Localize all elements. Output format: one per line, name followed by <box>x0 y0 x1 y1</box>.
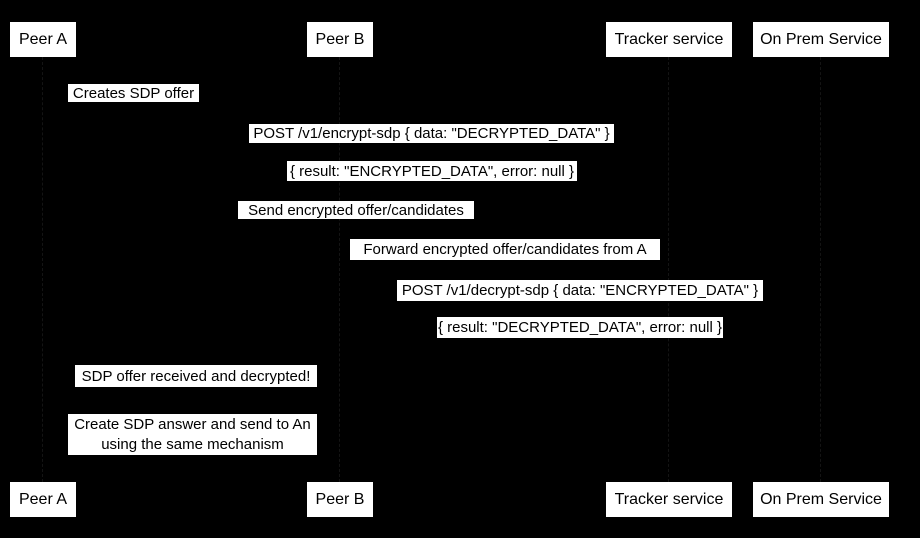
actor-peer-a-top: Peer A <box>10 22 76 57</box>
note-line-2: using the same mechanism <box>101 435 284 453</box>
actor-on-prem-service-top: On Prem Service <box>753 22 889 57</box>
message-encrypt-result: { result: "ENCRYPTED_DATA", error: null … <box>287 161 577 181</box>
message-sdp-offer-received: SDP offer received and decrypted! <box>75 365 317 387</box>
actor-peer-a-bottom: Peer A <box>10 482 76 517</box>
note-create-sdp-answer: Create SDP answer and send to An using t… <box>68 414 317 455</box>
actor-tracker-service-top: Tracker service <box>606 22 732 57</box>
actor-peer-b-top: Peer B <box>307 22 373 57</box>
lifeline-peer-a <box>42 57 43 482</box>
actor-tracker-service-bottom: Tracker service <box>606 482 732 517</box>
message-post-decrypt-sdp: POST /v1/decrypt-sdp { data: "ENCRYPTED_… <box>397 280 763 301</box>
message-send-encrypted-offer: Send encrypted offer/candidates <box>238 201 474 219</box>
message-forward-encrypted-offer: Forward encrypted offer/candidates from … <box>350 239 660 260</box>
actor-on-prem-service-bottom: On Prem Service <box>753 482 889 517</box>
note-line-1: Create SDP answer and send to An <box>74 415 311 433</box>
lifeline-on-prem-service <box>820 57 821 482</box>
actor-peer-b-bottom: Peer B <box>307 482 373 517</box>
lifeline-peer-b <box>339 57 340 482</box>
lifeline-tracker-service <box>668 57 669 482</box>
message-post-encrypt-sdp: POST /v1/encrypt-sdp { data: "DECRYPTED_… <box>249 124 614 143</box>
message-decrypt-result: { result: "DECRYPTED_DATA", error: null … <box>437 317 723 338</box>
message-creates-sdp-offer: Creates SDP offer <box>68 84 199 102</box>
